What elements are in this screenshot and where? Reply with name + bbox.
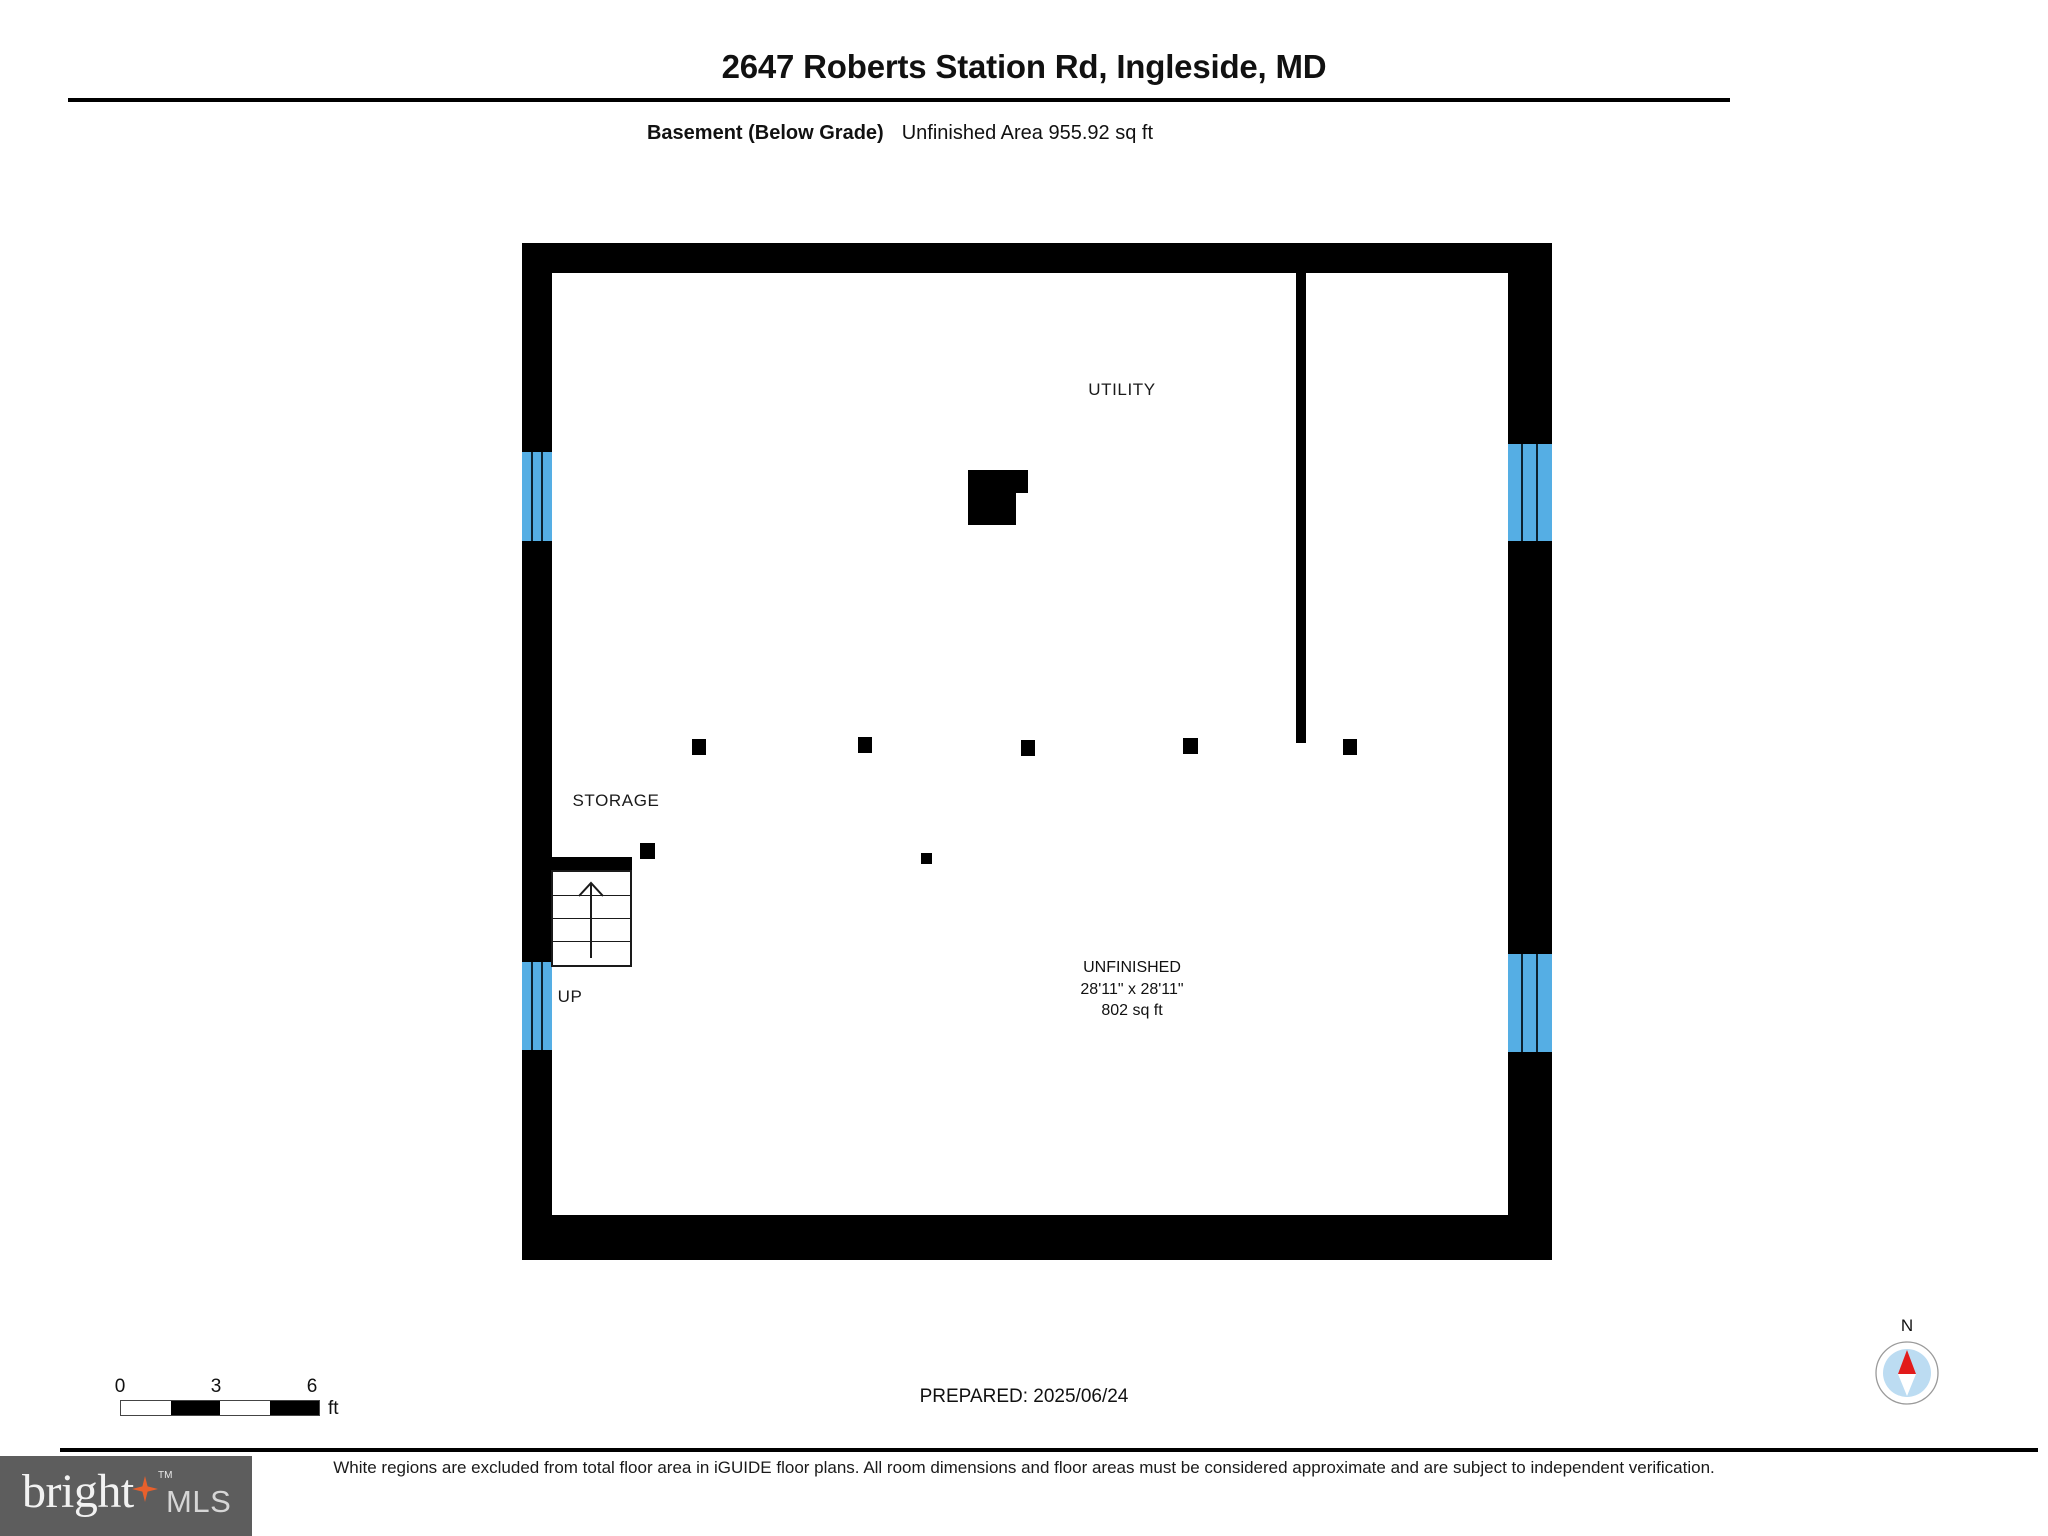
exterior-wall-top bbox=[522, 243, 1552, 273]
page-title: 2647 Roberts Station Rd, Ingleside, MD bbox=[721, 48, 1327, 85]
brand-suffix: MLS bbox=[166, 1484, 232, 1519]
exterior-wall-left bbox=[522, 243, 552, 1260]
stairs-header-wall bbox=[551, 857, 632, 871]
compass-north-label: N bbox=[1900, 1316, 1914, 1335]
level-label: Basement (Below Grade) bbox=[646, 122, 884, 144]
scale-tick-3: 3 bbox=[210, 1376, 222, 1397]
window-right-upper bbox=[1508, 444, 1552, 541]
scale-bar-graphic bbox=[120, 1400, 320, 1416]
support-post bbox=[1183, 738, 1198, 754]
unfinished-area: 802 sq ft bbox=[1101, 1002, 1163, 1020]
staircase bbox=[551, 870, 632, 967]
brand-logo: bright TM MLS bbox=[0, 1456, 252, 1536]
utility-equipment-notch bbox=[968, 470, 1028, 493]
support-post bbox=[921, 853, 932, 864]
prepared-date: PREPARED: 2025/06/24 bbox=[919, 1386, 1129, 1407]
scale-tick-0: 0 bbox=[114, 1376, 126, 1397]
disclaimer-text: White regions are excluded from total fl… bbox=[333, 1458, 1715, 1477]
room-label-storage: STORAGE bbox=[572, 791, 660, 810]
support-post bbox=[1021, 740, 1035, 756]
footer-divider bbox=[60, 1448, 2038, 1452]
brand-word: bright bbox=[22, 1465, 134, 1518]
window-right-lower bbox=[1508, 954, 1552, 1052]
unfinished-dimensions: 28'11" x 28'11" bbox=[1080, 980, 1184, 998]
room-label-utility: UTILITY bbox=[1088, 380, 1156, 399]
brand-star-icon bbox=[132, 1476, 158, 1502]
scale-bar-widget: 0 3 6 ft bbox=[100, 1376, 339, 1422]
window-left-upper bbox=[522, 452, 552, 541]
support-post bbox=[692, 739, 706, 755]
interior-partition-wall bbox=[1296, 265, 1306, 743]
stairs-up-arrow-icon bbox=[578, 881, 604, 958]
exterior-wall-right bbox=[1508, 243, 1552, 1260]
compass-rose-icon bbox=[1875, 1341, 1939, 1405]
window-left-lower bbox=[522, 962, 552, 1050]
brand-trademark: TM bbox=[158, 1470, 173, 1481]
scale-tick-6: 6 bbox=[306, 1376, 318, 1397]
support-post bbox=[640, 843, 655, 859]
exterior-wall-bottom bbox=[522, 1215, 1530, 1260]
room-block-unfinished: UNFINISHED 28'11" x 28'11" 802 sq ft bbox=[1022, 957, 1242, 1022]
subtitle: Basement (Below Grade) Unfinished Area 95… bbox=[0, 122, 1800, 145]
area-label: Unfinished Area 955.92 sq ft bbox=[901, 122, 1153, 144]
support-post bbox=[1343, 739, 1357, 755]
header-divider bbox=[68, 98, 1730, 102]
scale-tick-labels: 0 3 6 bbox=[100, 1376, 330, 1398]
support-post bbox=[858, 737, 872, 753]
scale-unit-label: ft bbox=[328, 1398, 339, 1419]
stairs-direction-label: UP bbox=[557, 987, 583, 1006]
unfinished-name: UNFINISHED bbox=[1083, 959, 1181, 976]
